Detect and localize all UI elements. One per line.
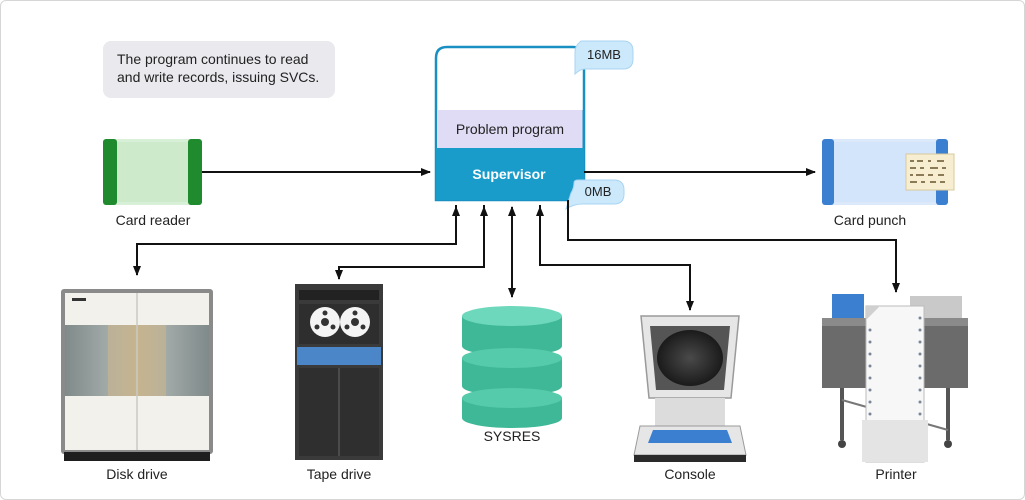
supervisor-region (436, 148, 584, 200)
supervisor-label: Supervisor (472, 166, 546, 182)
top-address-tag (574, 40, 634, 76)
tape-drive-label: Tape drive (306, 466, 372, 482)
caption-line-2: and write records, issuing SVCs. (117, 69, 320, 85)
problem-program-region (437, 110, 583, 148)
printer-label: Printer (875, 466, 917, 482)
bottom-address-tag (565, 179, 625, 211)
console-label: Console (664, 466, 716, 482)
sysres-label: SYSRES (483, 428, 541, 444)
connectors (133, 168, 900, 311)
disk-drive-label: Disk drive (106, 466, 168, 482)
card-reader-icon (103, 139, 202, 205)
disk-drive-icon (61, 289, 213, 461)
arrow-memory-to-printer (567, 200, 900, 293)
top-address-label: 16MB (587, 47, 621, 62)
sysres-icon (462, 306, 562, 428)
memory-block (434, 45, 586, 202)
caption-note: The program continues to read and write … (103, 41, 335, 98)
arrow-memory-to-tape (335, 205, 485, 280)
card-reader-label: Card reader (115, 212, 191, 228)
problem-program-label: Problem program (455, 121, 565, 137)
tape-drive-icon (295, 284, 383, 460)
card-punch-icon (822, 139, 955, 205)
console-icon (633, 315, 747, 462)
bottom-address-label: 0MB (584, 184, 612, 199)
card-punch-label: Card punch (833, 212, 907, 228)
printer-icon (822, 294, 968, 463)
caption-line-1: The program continues to read (117, 51, 309, 67)
arrow-memory-to-console (539, 205, 694, 311)
